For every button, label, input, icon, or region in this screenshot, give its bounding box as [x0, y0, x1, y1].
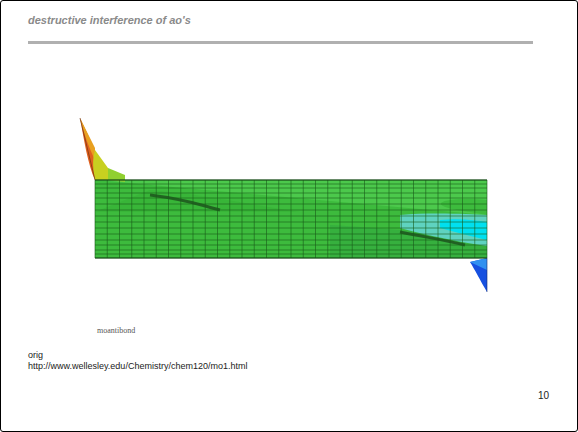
mesh-line	[327, 180, 328, 258]
page-number: 10	[538, 390, 549, 401]
mesh-line	[107, 180, 108, 258]
mesh-line	[474, 180, 475, 258]
mesh-line	[303, 180, 304, 258]
mesh-line	[217, 180, 218, 258]
mesh-line	[80, 118, 95, 180]
mesh-line	[487, 180, 488, 258]
mesh-line	[95, 258, 487, 259]
mesh-line	[389, 180, 390, 258]
mesh-line	[95, 258, 487, 259]
mesh-line	[205, 180, 206, 258]
mesh-line	[156, 180, 157, 258]
mesh-line	[438, 180, 439, 258]
mesh-line	[340, 180, 341, 258]
mesh-line	[352, 180, 353, 258]
mesh-line	[401, 180, 402, 258]
mesh-line	[242, 180, 243, 258]
mesh-line	[144, 180, 145, 258]
mesh-line	[95, 180, 96, 258]
mesh-line	[254, 180, 255, 258]
mesh-line	[229, 180, 230, 258]
mesh-line	[291, 180, 292, 258]
image-caption: moantibond	[97, 326, 135, 335]
title-rule	[28, 41, 533, 44]
mesh-surface	[80, 118, 487, 292]
mesh-line	[168, 180, 169, 258]
mesh-line	[413, 180, 414, 258]
mesh-line	[364, 180, 365, 258]
mesh-line	[119, 180, 120, 258]
mesh-line	[95, 180, 487, 181]
mesh-line	[462, 180, 463, 258]
mesh-line	[266, 180, 267, 258]
mesh-line	[131, 180, 132, 258]
mesh-line	[278, 180, 279, 258]
mesh-line	[95, 180, 487, 181]
mesh-line	[487, 258, 488, 292]
mesh-line	[315, 180, 316, 258]
source-note: orig	[28, 350, 43, 360]
mesh-line	[425, 180, 426, 258]
slide-title: destructive interference of ao's	[28, 14, 191, 26]
mesh-line	[450, 180, 451, 258]
source-url: http://www.wellesley.edu/Chemistry/chem1…	[28, 361, 247, 371]
mesh-line	[376, 180, 377, 258]
mesh-line	[180, 180, 181, 258]
mesh-line	[193, 180, 194, 258]
